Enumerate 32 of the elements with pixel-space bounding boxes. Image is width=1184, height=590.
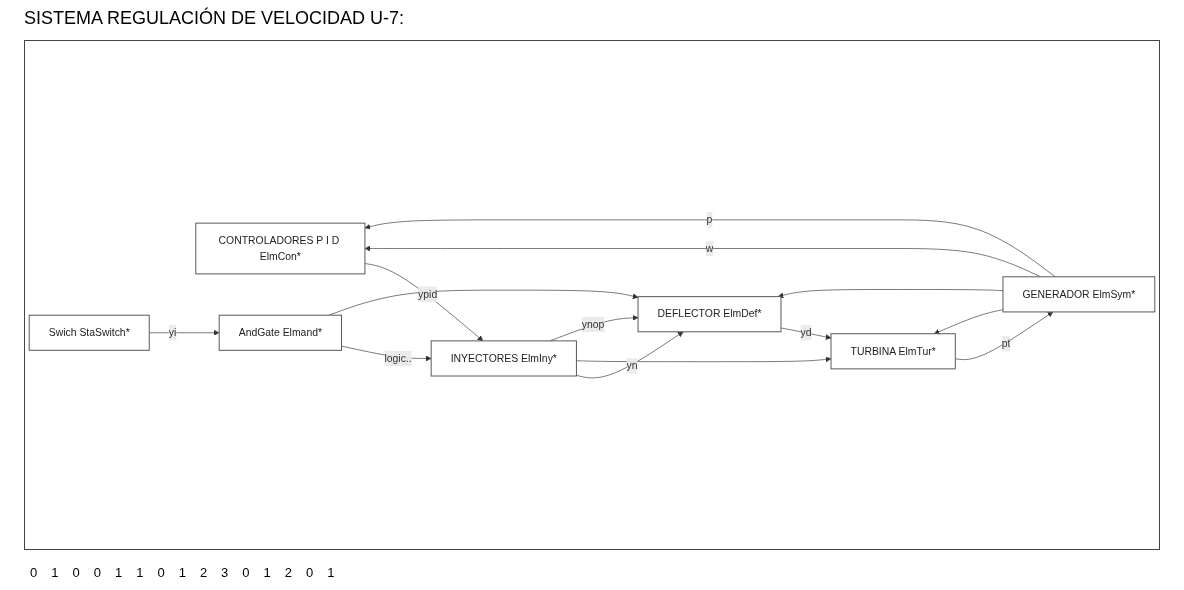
node-box: TURBINA ElmTur* (830, 333, 956, 370)
port-number: 0 (157, 565, 165, 580)
port-number: 3 (221, 565, 229, 580)
edge-label: pt (1001, 337, 1011, 349)
node-box: AndGate Elmand* (218, 314, 343, 351)
port-number: 1 (114, 565, 123, 580)
port-number: 1 (327, 565, 335, 580)
port-number: 0 (306, 565, 314, 580)
node-box: INYECTORES ElmIny* (430, 340, 577, 377)
edge-label: yn (626, 360, 638, 372)
edge-label: ypid (418, 288, 438, 300)
port-number: 1 (51, 565, 59, 580)
node-box: CONTROLADORES P I D ElmCon* (195, 222, 366, 275)
edge-label: p (706, 214, 713, 226)
port-number: 1 (136, 565, 144, 580)
node-box: GENERADOR ElmSym* (1002, 276, 1156, 313)
edge-label: ynop (581, 318, 605, 330)
node-box: DEFLECTOR ElmDef* (637, 296, 782, 333)
port-number: 2 (284, 565, 293, 580)
port-number: 1 (178, 565, 186, 580)
port-number: 0 (30, 565, 38, 580)
port-number: 0 (72, 565, 80, 580)
diagram-title: SISTEMA REGULACIÓN DE VELOCIDAD U-7: (24, 8, 406, 29)
edge-label: logic.. (384, 352, 412, 364)
port-number: 0 (242, 565, 250, 580)
edge-label: yd (800, 326, 812, 338)
node-box: Swich StaSwitch* (28, 314, 150, 351)
port-number: 1 (263, 565, 271, 580)
edge-label: yi (168, 326, 177, 338)
edge-label: w (705, 242, 714, 254)
port-number: 0 (93, 565, 101, 580)
port-number: 2 (199, 565, 208, 580)
